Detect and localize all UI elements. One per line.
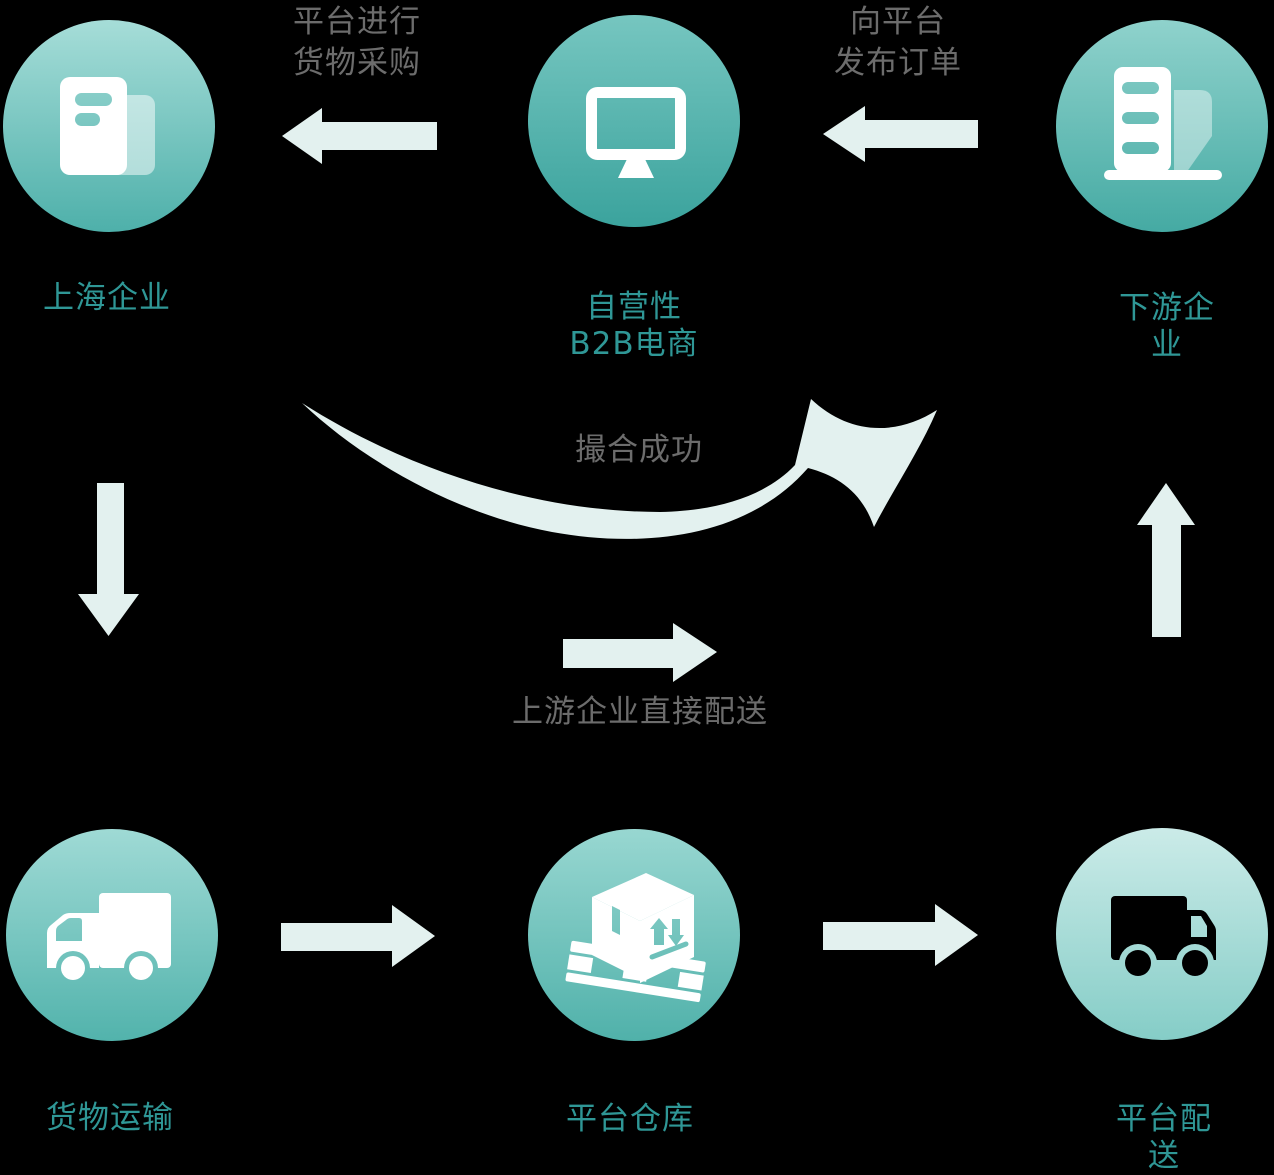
arrow-warehouse-to-delivery-right xyxy=(823,904,978,966)
truck-left-icon xyxy=(47,893,171,985)
pallet-box-icon xyxy=(565,873,706,1003)
arrow-transport-to-warehouse-right xyxy=(281,905,435,967)
label-shanghai-enterprise: 上海企业 xyxy=(43,280,171,316)
label-flow-publish-order: 向平台 发布订单 xyxy=(834,4,962,81)
node-platform-warehouse xyxy=(528,829,740,1041)
node-downstream-enterprise xyxy=(1056,20,1268,232)
node-cargo-transport xyxy=(6,829,218,1041)
monitor-icon xyxy=(586,87,686,178)
truck-right-icon xyxy=(1111,896,1216,982)
label-flow-match-success: 撮合成功 xyxy=(575,432,703,468)
arrow-shanghai-to-transport-down xyxy=(78,483,139,636)
label-flow-direct-delivery: 上游企业直接配送 xyxy=(512,694,768,730)
node-circle xyxy=(528,15,740,227)
diagram-canvas: 上海企业 自营性 B2B电商 下游企业 货物运输 平台仓库 平台配送 平台进行 … xyxy=(3,4,1268,1174)
node-shanghai-enterprise xyxy=(3,20,215,232)
label-b2b-platform: 自营性 B2B电商 xyxy=(569,289,699,362)
label-cargo-transport: 货物运输 xyxy=(46,1100,174,1136)
arrow-platform-procurement-left xyxy=(282,108,437,164)
flow-arrows-layer xyxy=(78,106,1195,967)
label-platform-warehouse: 平台仓库 xyxy=(566,1101,694,1137)
office-building-icon xyxy=(60,77,155,175)
arrow-match-success-curved xyxy=(302,399,937,539)
arrow-delivery-to-downstream-up xyxy=(1137,483,1195,637)
node-b2b-platform xyxy=(528,15,740,227)
tall-building-icon xyxy=(1104,67,1222,180)
label-flow-procurement: 平台进行 货物采购 xyxy=(293,4,421,81)
label-platform-delivery: 平台配送 xyxy=(1116,1101,1212,1174)
arrow-direct-delivery-right xyxy=(563,623,717,682)
label-downstream-enterprise: 下游企业 xyxy=(1119,290,1215,363)
arrow-publish-order-left xyxy=(823,106,978,162)
node-platform-delivery xyxy=(1056,828,1268,1040)
